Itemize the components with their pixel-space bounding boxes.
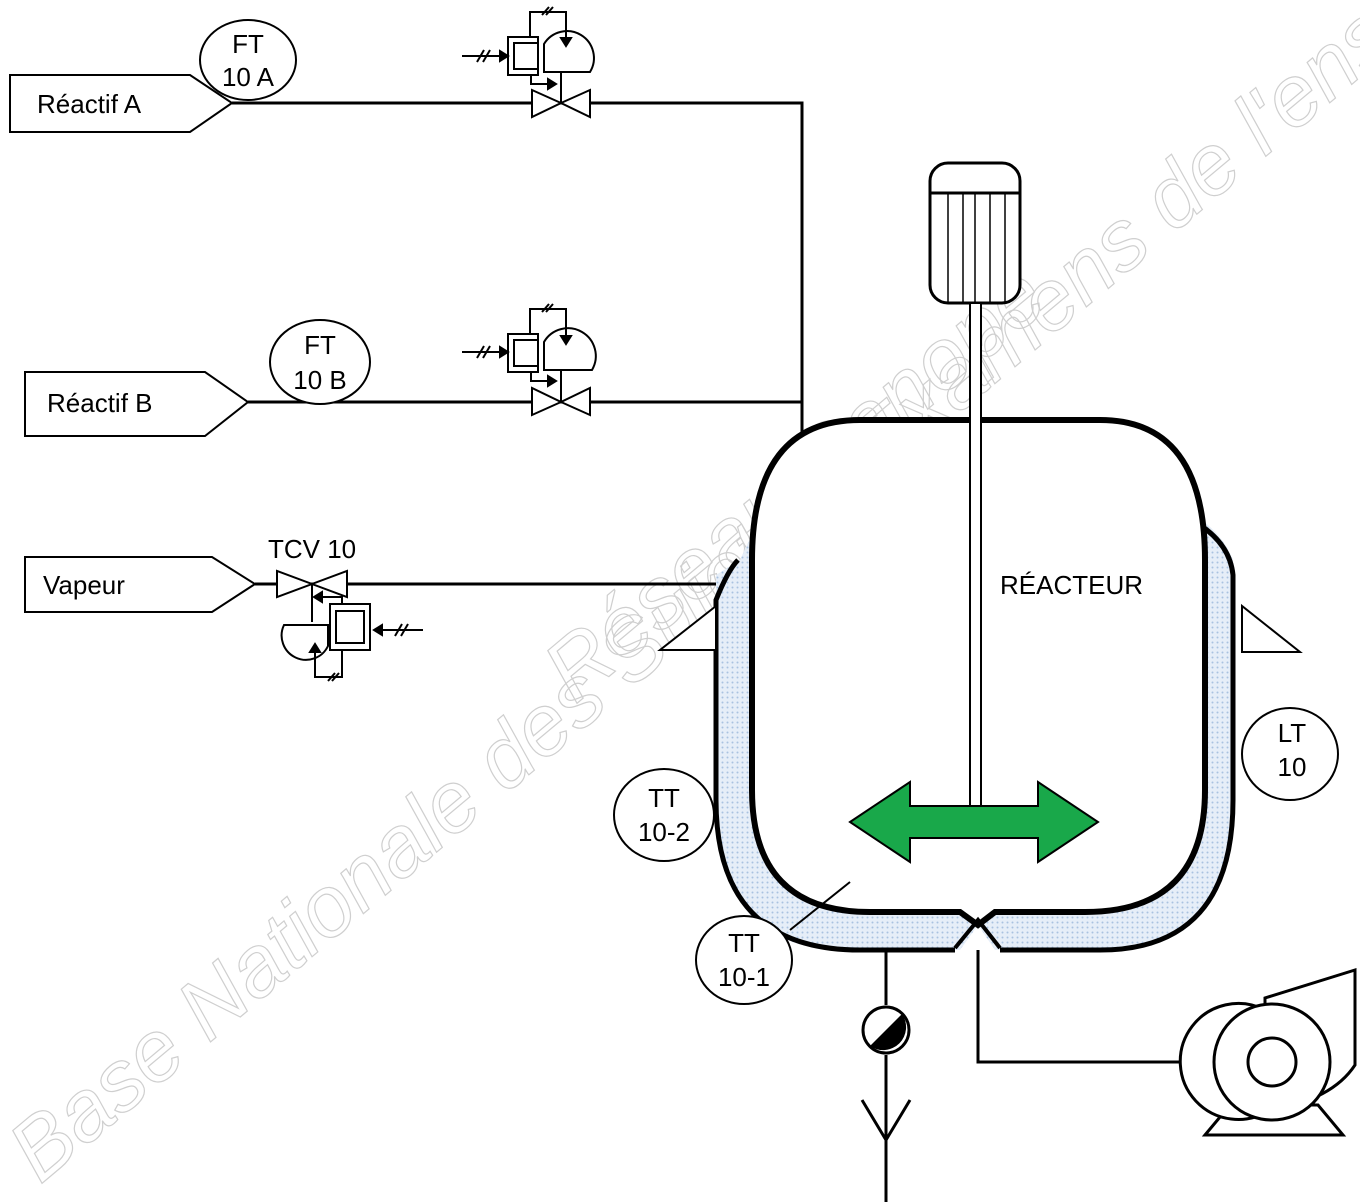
agitator-motor bbox=[928, 161, 1022, 305]
source-reactif-a: Réactif A bbox=[9, 74, 234, 133]
ft10a-line2: 10 A bbox=[222, 62, 275, 92]
control-valve-a bbox=[462, 6, 595, 119]
reactor-support-left bbox=[657, 603, 717, 651]
drain-line bbox=[860, 950, 912, 1202]
reactor-support-right bbox=[1241, 603, 1303, 653]
instrument-tt10-1: TT 10-1 bbox=[695, 915, 793, 1005]
tt102-line2: 10-2 bbox=[638, 817, 690, 847]
centrifugal-pump bbox=[1178, 967, 1357, 1137]
control-valve-b bbox=[462, 303, 597, 417]
agitator-arrow bbox=[848, 780, 1100, 864]
source-vapeur-label: Vapeur bbox=[43, 570, 125, 600]
steam-trap bbox=[861, 1005, 911, 1055]
agitator-shaft bbox=[969, 302, 982, 819]
reactor-label: RÉACTEUR bbox=[1000, 570, 1143, 600]
source-reactif-b-label: Réactif B bbox=[47, 388, 153, 418]
source-reactif-b: Réactif B bbox=[24, 371, 250, 437]
source-reactif-a-label: Réactif A bbox=[37, 89, 142, 119]
ft10a-line1: FT bbox=[232, 29, 264, 59]
ft10b-line1: FT bbox=[304, 330, 336, 360]
tt102-line1: TT bbox=[648, 783, 680, 813]
tt101-line2: 10-1 bbox=[718, 962, 770, 992]
tt10-1-probe bbox=[789, 881, 851, 931]
pump-line bbox=[976, 950, 1218, 1064]
lt10-line1: LT bbox=[1278, 718, 1307, 748]
instrument-ft10a: FT 10 A bbox=[199, 19, 297, 101]
instrument-tt10-2: TT 10-2 bbox=[613, 768, 715, 862]
instrument-lt10: LT 10 bbox=[1241, 707, 1339, 801]
ft10b-line2: 10 B bbox=[293, 365, 347, 395]
reactor-inner-lines bbox=[953, 916, 1002, 950]
lt10-line2: 10 bbox=[1278, 752, 1307, 782]
tt101-line1: TT bbox=[728, 928, 760, 958]
source-vapeur: Vapeur bbox=[24, 556, 257, 613]
instrument-ft10b: FT 10 B bbox=[269, 319, 371, 405]
control-valve-tcv10 bbox=[276, 569, 423, 682]
tcv10-label: TCV 10 bbox=[268, 534, 356, 564]
jacket-outline bbox=[713, 522, 1236, 953]
